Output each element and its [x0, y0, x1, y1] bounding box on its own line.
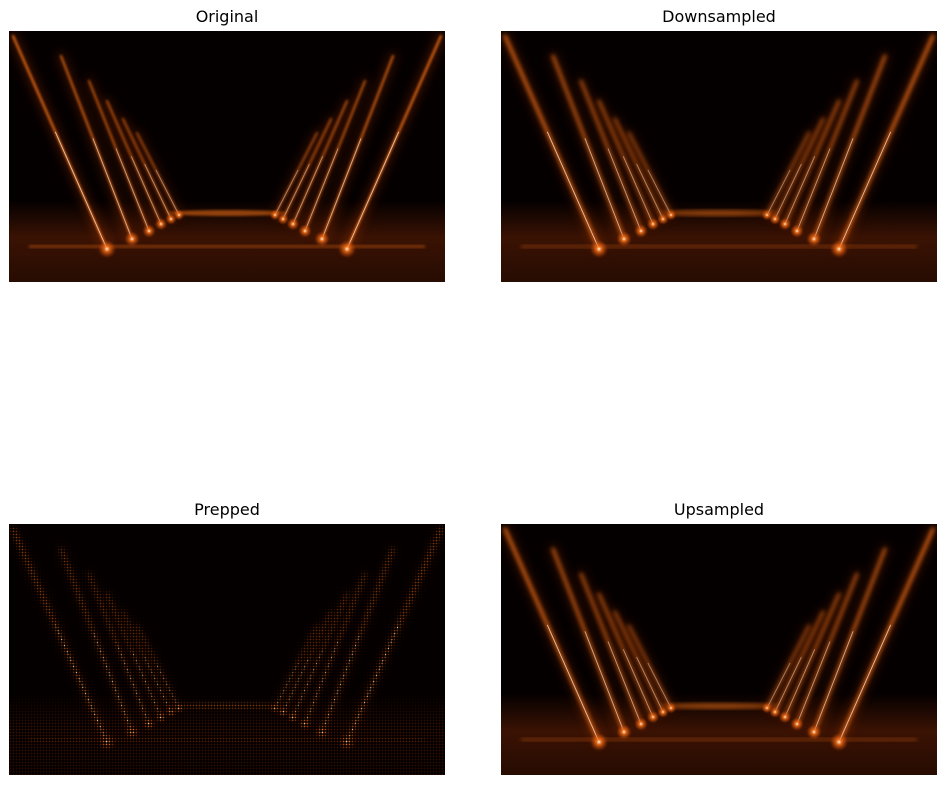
panel-title-prepped: Prepped: [194, 500, 260, 519]
scene-image-downsampled: [501, 31, 937, 282]
panel-title-downsampled: Downsampled: [662, 7, 776, 26]
panel-title-upsampled: Upsampled: [673, 500, 765, 519]
panel-title-original: Original: [195, 7, 259, 26]
scene-image-upsampled: [501, 524, 937, 775]
scene-image-prepped: [9, 524, 445, 775]
scene-image-original: [9, 31, 445, 282]
